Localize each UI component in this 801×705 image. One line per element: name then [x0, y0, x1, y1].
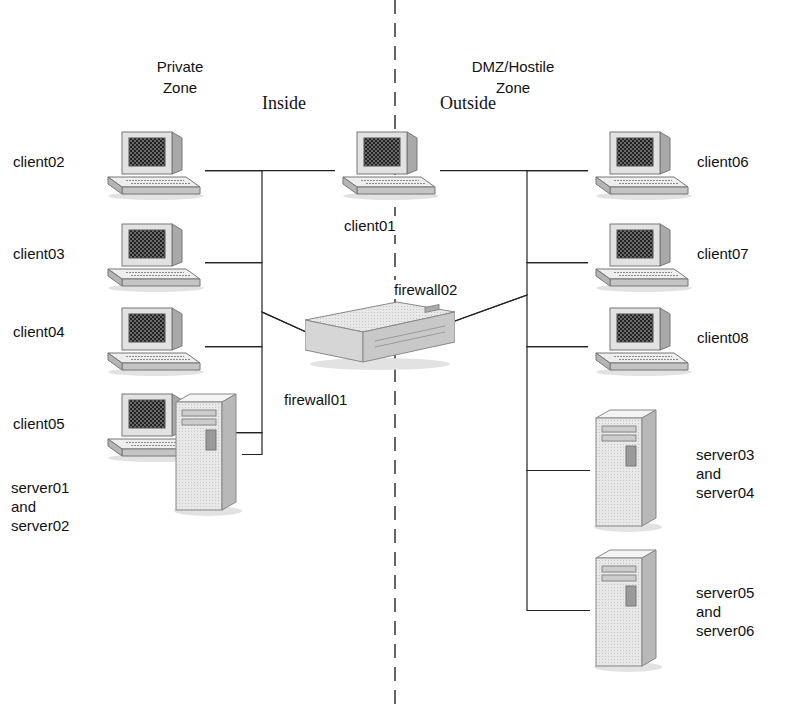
link-line	[455, 263, 588, 321]
link-line	[205, 312, 305, 347]
device-label: client07	[696, 244, 750, 263]
network-link	[205, 263, 305, 332]
network-link	[455, 295, 588, 347]
link-line	[527, 347, 590, 471]
network-link	[205, 171, 262, 263]
device-label: firewall02	[393, 280, 458, 299]
device-label: client01	[343, 216, 397, 235]
network-link	[455, 263, 588, 321]
network-link	[527, 171, 588, 263]
network-link	[527, 471, 590, 611]
device-label: server03 and server04	[695, 445, 771, 502]
client-computer: client08	[588, 306, 693, 376]
client-computer: client02	[100, 130, 205, 200]
client-computer: client07	[588, 222, 693, 292]
firewall-device: firewall02firewall01	[305, 300, 455, 370]
server-icon	[170, 392, 242, 517]
device-label: firewall01	[283, 390, 348, 409]
client-computer: client06	[588, 130, 693, 200]
computer-icon	[588, 306, 693, 376]
server-icon	[590, 548, 662, 673]
server-tower: server03 and server04	[590, 408, 662, 533]
server-tower: server01 and server02	[170, 392, 242, 517]
client-computer: client03	[100, 222, 205, 292]
computer-icon	[100, 222, 205, 292]
zone-label: DMZ/Hostile Zone	[466, 56, 560, 98]
computer-icon	[588, 130, 693, 200]
link-line	[205, 171, 262, 263]
device-label: client06	[696, 152, 750, 171]
client-computer: client01	[335, 130, 440, 200]
device-label: client02	[12, 152, 66, 171]
computer-icon	[100, 130, 205, 200]
link-line	[527, 171, 588, 263]
network-link	[527, 347, 590, 471]
side-label: Outside	[440, 92, 496, 114]
device-label: client04	[12, 322, 66, 341]
zone-label: Private Zone	[150, 56, 210, 98]
device-label: server01 and server02	[10, 478, 86, 535]
side-label: Inside	[262, 92, 306, 114]
network-link	[205, 312, 305, 347]
server-tower: server05 and server06	[590, 548, 662, 673]
device-label: server05 and server06	[695, 583, 771, 640]
device-label: client03	[12, 244, 66, 263]
link-line	[455, 295, 588, 347]
device-label: client08	[696, 328, 750, 347]
device-label: client05	[12, 414, 66, 433]
server-icon	[590, 408, 662, 533]
computer-icon	[335, 130, 440, 200]
computer-icon	[588, 222, 693, 292]
link-line	[527, 471, 590, 611]
computer-icon	[100, 306, 205, 376]
client-computer: client04	[100, 306, 205, 376]
firewall-icon	[305, 300, 455, 370]
link-line	[205, 263, 305, 332]
